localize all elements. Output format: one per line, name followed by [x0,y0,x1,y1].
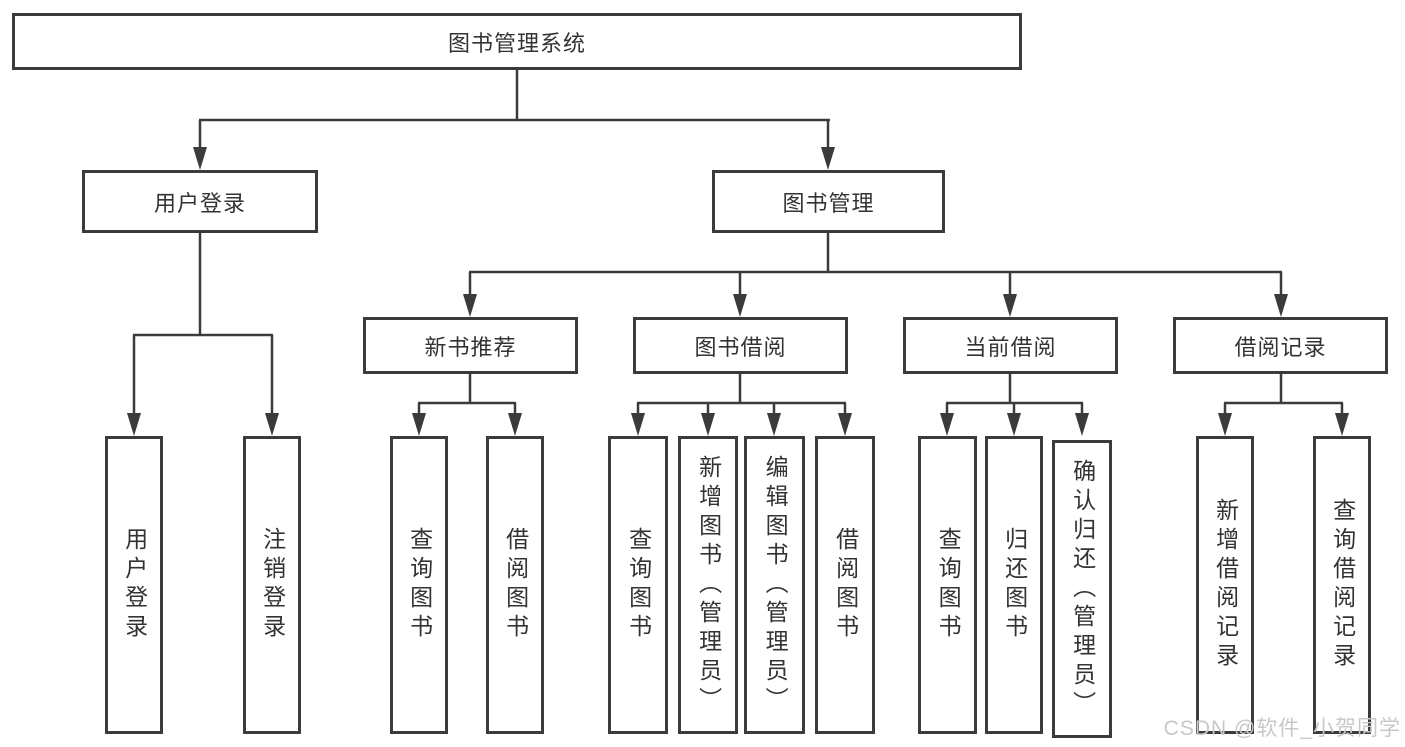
node-user-login: 用户登录 [82,170,318,233]
leaf-add-borrow-record: 新增借阅记录 [1196,436,1254,734]
leaf-borrow-books-borrowing: 借阅图书 [815,436,875,734]
node-root: 图书管理系统 [12,13,1022,70]
leaf-add-book-admin: 新增图书（管理员） [678,436,738,734]
leaf-query-books-recommend: 查询图书 [390,436,448,734]
node-borrowing-records: 借阅记录 [1173,317,1388,374]
node-new-book-recommend: 新书推荐 [363,317,578,374]
leaf-borrow-books-recommend: 借阅图书 [486,436,544,734]
leaf-query-books-borrowing: 查询图书 [608,436,668,734]
leaf-confirm-return-admin: 确认归还（管理员） [1052,440,1112,738]
leaf-query-books-current: 查询图书 [918,436,977,734]
leaf-return-books: 归还图书 [985,436,1043,734]
leaf-edit-book-admin: 编辑图书（管理员） [744,436,805,734]
node-current-borrowing: 当前借阅 [903,317,1118,374]
node-book-management: 图书管理 [712,170,945,233]
leaf-user-login: 用户登录 [105,436,163,734]
csdn-watermark: CSDN @软件_小贺同学 [1163,717,1401,740]
leaf-query-borrow-record: 查询借阅记录 [1313,436,1371,734]
leaf-logout: 注销登录 [243,436,301,734]
node-book-borrowing: 图书借阅 [633,317,848,374]
